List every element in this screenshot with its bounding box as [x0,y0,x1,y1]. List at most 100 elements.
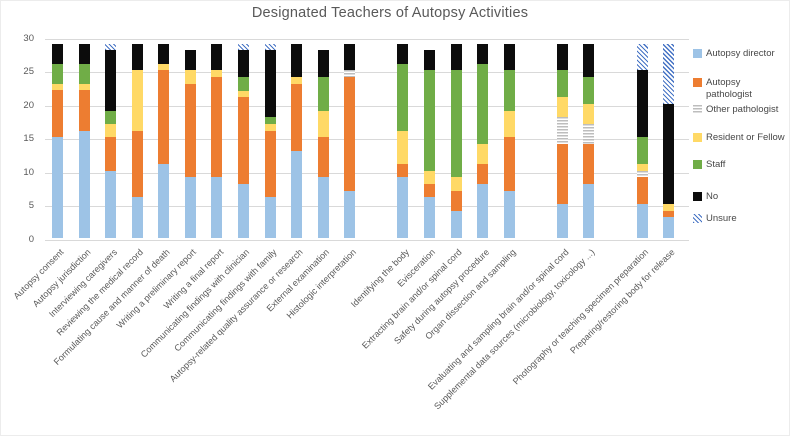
segment-director [237,184,249,238]
y-tick-label-0: 0 [28,233,34,245]
bar-organ-dissection-and-sampling [503,43,515,238]
segment-unsure [636,43,648,71]
legend-swatch-staff-icon [693,160,702,169]
segment-staff [52,63,63,84]
segment-pathologist [317,137,329,178]
bar-reviewing-the-medical-record [131,43,143,238]
segment-pathologist [477,164,489,185]
segment-staff [78,63,90,84]
legend-swatch-unsure-icon [693,214,702,223]
bar-histologic-interpretation [344,43,356,238]
legend-label-director: Autopsy director [706,48,775,59]
legend-swatch-other-icon [693,105,702,114]
segment-staff [477,63,489,144]
segment-staff [583,77,595,104]
segment-no [105,50,117,111]
segment-no [237,50,249,78]
bar-preparing-restoring-body-for-release [663,43,675,238]
segment-pathologist [131,130,143,198]
segment-no [636,70,648,138]
legend-swatch-director-icon [693,49,702,58]
segment-no [78,43,90,64]
segment-resident [503,110,515,138]
segment-resident [636,164,648,171]
segment-resident [423,170,435,185]
segment-director [291,150,303,238]
legend-item-staff: Staff [693,159,789,171]
segment-unsure [264,43,276,51]
segment-pathologist [105,137,117,171]
segment-no [344,43,356,71]
segment-no [477,43,489,64]
segment-director [583,184,595,238]
segment-resident [158,63,170,71]
segment-no [423,50,435,71]
segment-pathologist [291,83,303,151]
segment-director [397,177,409,238]
segment-pathologist [450,190,462,211]
segment-resident [131,70,143,131]
legend-label-other: Other pathologist [706,104,779,115]
bar-writing-a-final-report [211,43,223,238]
segment-director [423,197,435,238]
segment-staff [237,77,249,91]
bar-evisceration [423,50,435,238]
segment-director [158,163,170,238]
segment-pathologist [184,83,196,178]
y-tick-label-25: 25 [23,66,34,78]
legend-swatch-pathologist-icon [693,78,702,87]
segment-pathologist [211,77,223,178]
segment-no [52,43,63,64]
segment-director [450,210,462,238]
legend-item-other: Other pathologist [693,104,789,116]
x-label-extracting-brain-and-or-spinal-cord: Extracting brain and/or spinal cord [360,247,465,351]
segment-staff [264,117,276,124]
segment-no [264,50,276,118]
segment-resident [663,204,675,211]
bar-extracting-brain-and-or-spinal-cord [450,43,462,238]
y-tick-label-10: 10 [23,166,34,178]
segment-resident [264,123,276,131]
segment-no [184,50,196,71]
segment-resident [78,83,90,91]
segment-director [477,184,489,238]
gridline-30 [45,39,689,40]
bar-writing-a-preliminary-report [184,50,196,238]
segment-pathologist [78,90,90,131]
segment-unsure [663,43,675,104]
segment-no [503,43,515,71]
segment-no [158,43,170,64]
bar-autopsy-consent [52,43,63,238]
segment-unsure [237,43,249,51]
legend-label-no: No [706,191,719,202]
segment-staff [636,137,648,165]
segment-other [556,117,568,144]
segment-unsure [105,43,117,51]
gridline-5 [45,206,689,208]
segment-resident [317,110,329,138]
segment-pathologist [52,90,63,138]
segment-resident [105,123,117,138]
legend-item-pathologist: Autopsy pathologist [693,77,789,100]
bar-autopsy-related-quality-assurance-or-research [291,43,303,238]
segment-other [636,170,648,178]
segment-staff [317,77,329,111]
segment-pathologist [503,137,515,191]
segment-no [663,103,675,205]
y-tick-label-30: 30 [23,33,34,44]
segment-no [211,43,223,71]
y-tick-label-5: 5 [28,200,34,212]
segment-director [344,190,356,238]
gridline-15 [45,139,689,141]
bar-safety-during-autopsy-procedure [477,43,489,238]
segment-no [450,43,462,71]
segment-staff [105,110,117,124]
segment-pathologist [583,143,595,185]
segment-no [291,43,303,78]
segment-other [583,123,595,144]
segment-pathologist [237,97,249,185]
legend-label-staff: Staff [706,159,726,170]
bar-formulating-cause-and-manner-of-death [158,43,170,238]
segment-director [184,177,196,238]
segment-director [264,197,276,238]
